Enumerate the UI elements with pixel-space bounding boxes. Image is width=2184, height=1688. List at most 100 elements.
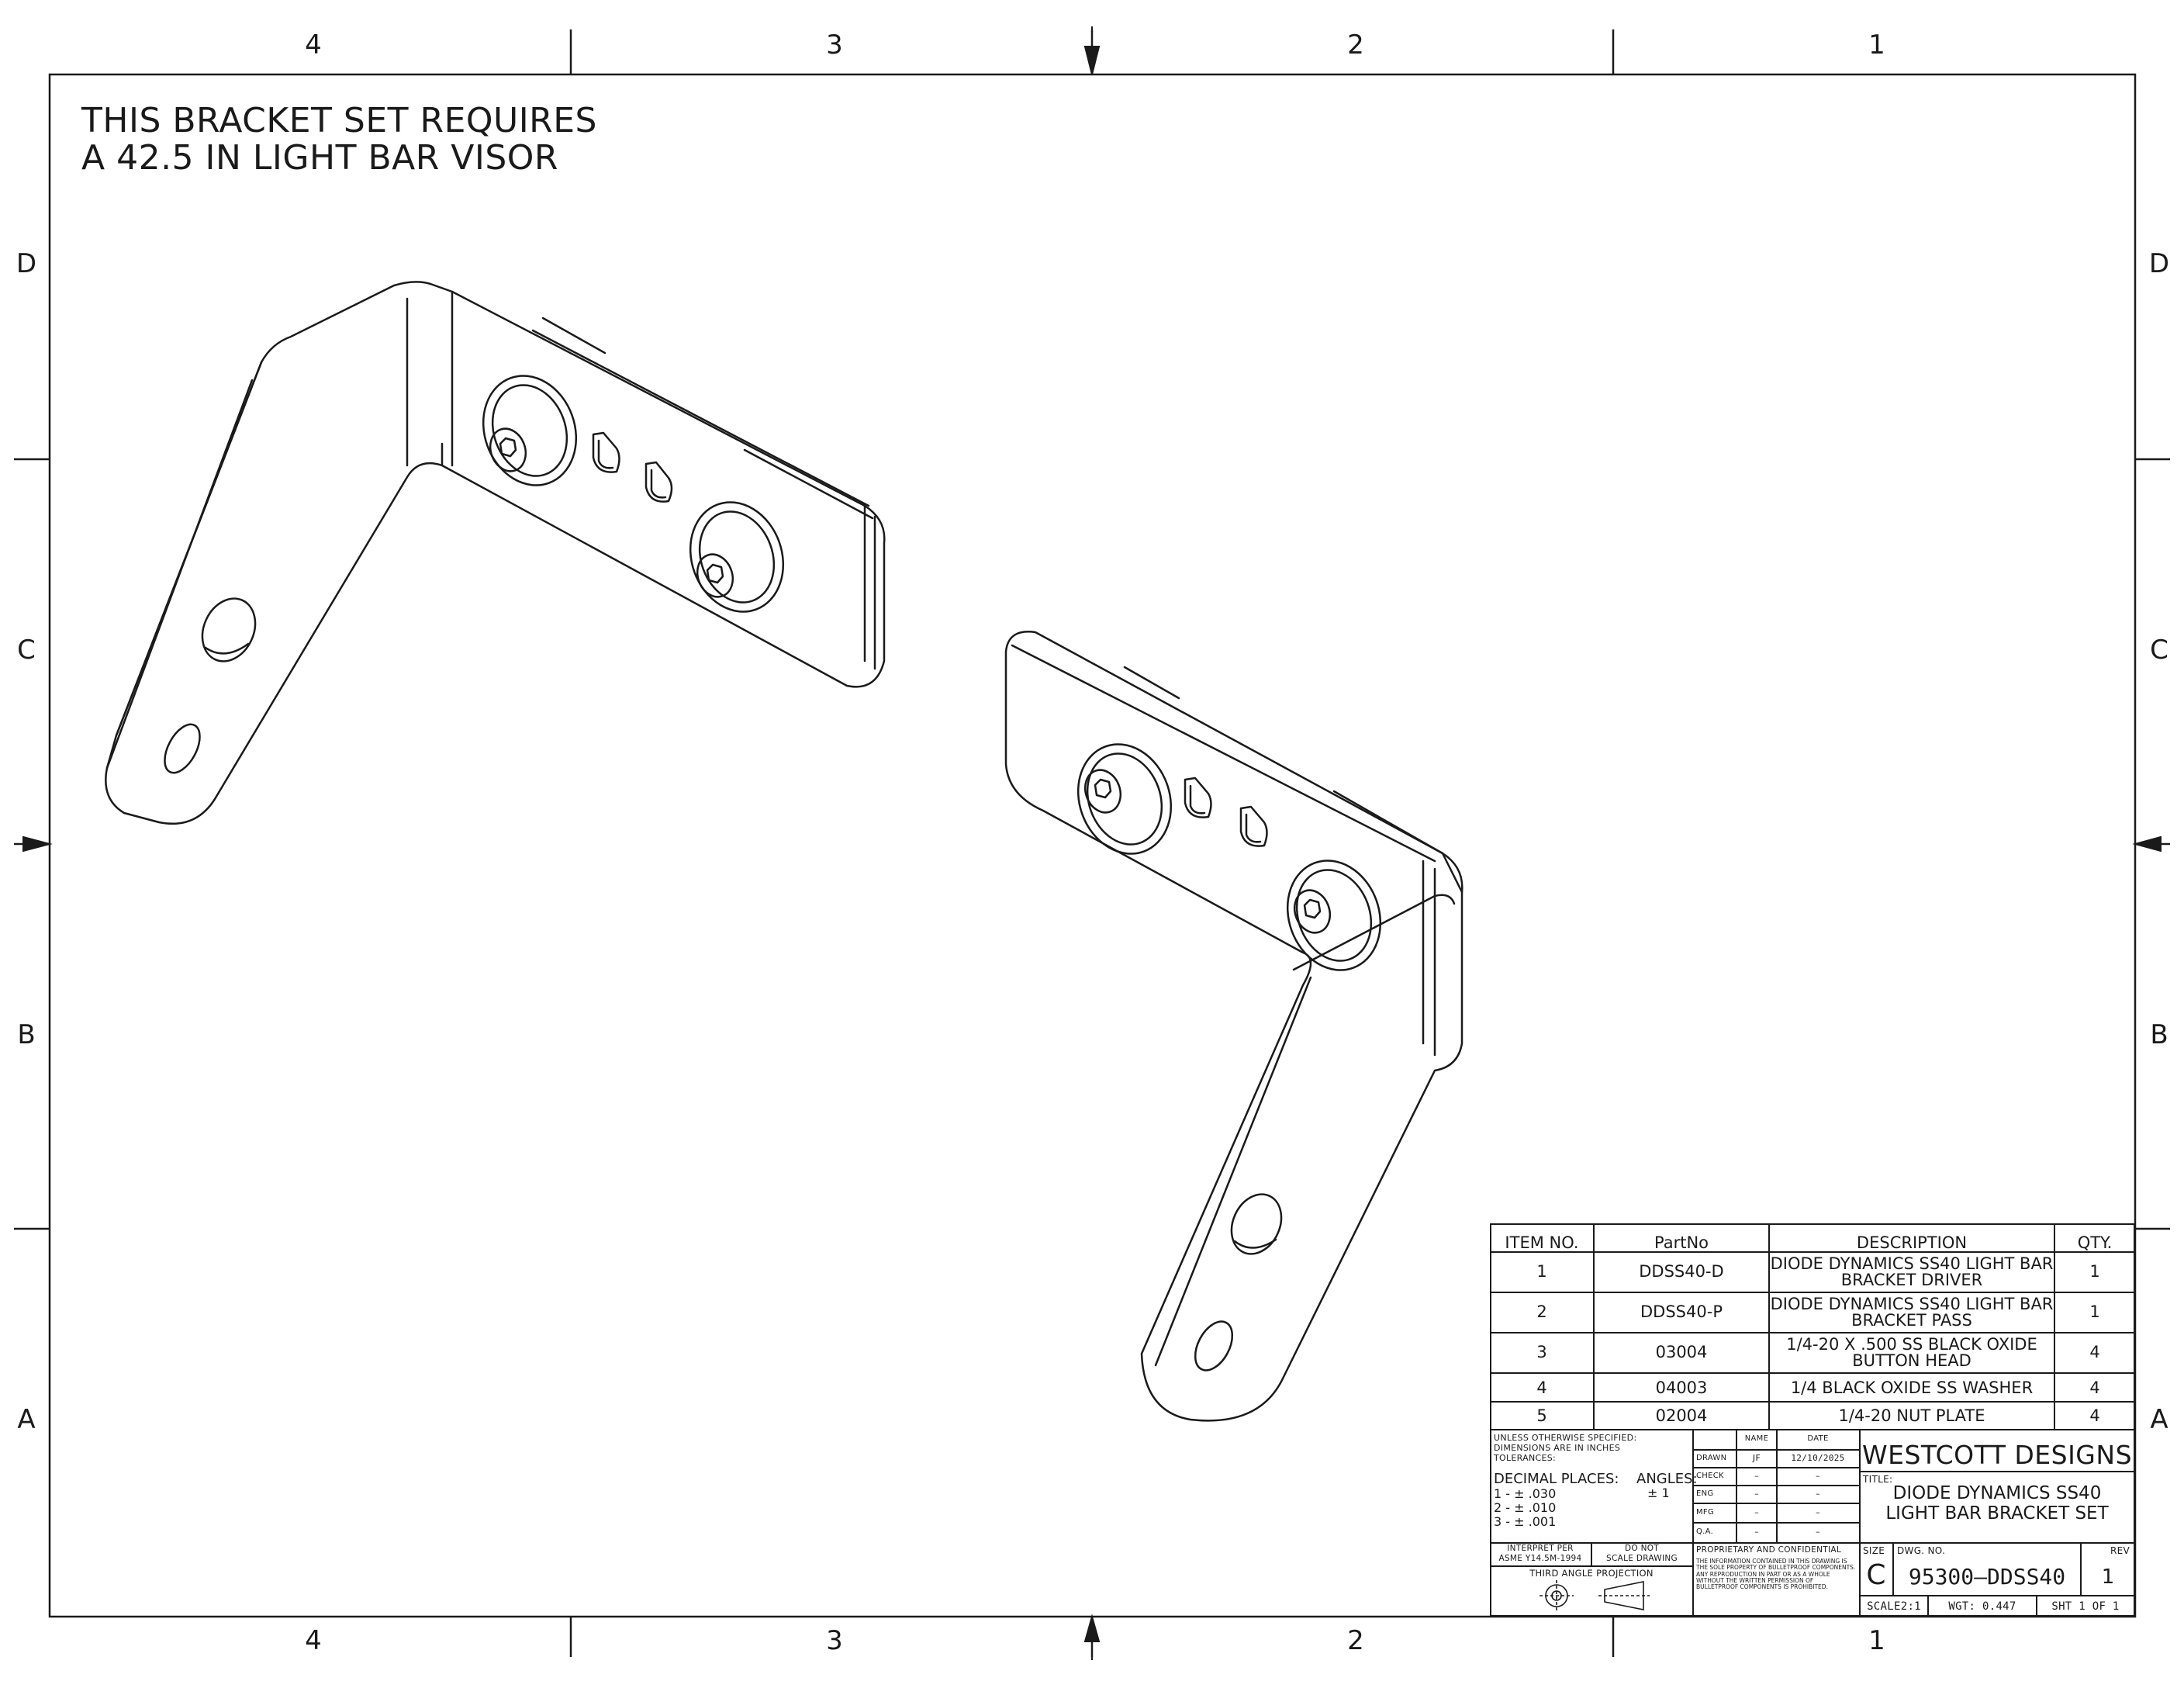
zone-row-c-right: C — [2150, 635, 2168, 666]
d-slot — [644, 461, 673, 503]
button-head-bolt — [1076, 743, 1173, 855]
bom-description-line-1: 1/4-20 X .500 SS BLACK OXIDE — [1786, 1335, 2037, 1354]
bom-description-line-2: BUTTON HEAD — [1852, 1351, 1971, 1370]
third-angle-projection-icon — [1540, 1580, 1650, 1611]
approval-name: – — [1754, 1471, 1759, 1481]
bracket-driver-view — [105, 281, 886, 825]
bom-description-line-2: BRACKET PASS — [1851, 1311, 1972, 1330]
bom-part-no: DDSS40-D — [1639, 1262, 1724, 1281]
unless-specified-line-2: DIMENSIONS ARE IN INCHES — [1494, 1443, 1621, 1453]
approval-name: – — [1754, 1489, 1759, 1499]
drawing-number-label: DWG. NO. — [1897, 1545, 1946, 1556]
zone-row-d-left: D — [16, 248, 37, 279]
company-name: WESTCOTT DESIGNS — [1861, 1440, 2133, 1470]
bom-qty: 1 — [2089, 1302, 2100, 1321]
bom-description-line-1: DIODE DYNAMICS SS40 LIGHT BAR — [1770, 1254, 2054, 1273]
interpret-standard: ASME Y14.5M-1994 — [1498, 1554, 1582, 1563]
weight: WGT: 0.447 — [1948, 1600, 2016, 1613]
do-not-scale-line-2: SCALE DRAWING — [1606, 1554, 1678, 1563]
approval-role: CHECK — [1696, 1472, 1724, 1480]
bracket-pass-view — [1004, 631, 1463, 1422]
tolerance-3-place: 3 - ± .001 — [1494, 1514, 1557, 1529]
drawing-title-line-1: DIODE DYNAMICS SS40 — [1892, 1483, 2102, 1503]
bom-header-part: PartNo — [1654, 1233, 1709, 1252]
approval-date: – — [1816, 1527, 1820, 1537]
bom-item-no: 5 — [1536, 1406, 1547, 1425]
approvals-date-header: DATE — [1807, 1434, 1829, 1443]
d-slot — [1184, 777, 1212, 818]
button-head-bolt — [1286, 860, 1382, 971]
bom-item-no: 1 — [1536, 1262, 1547, 1281]
note-line-1: THIS BRACKET SET REQUIRES — [81, 101, 597, 140]
zone-col-3-bottom: 3 — [826, 1625, 843, 1656]
bom-item-no: 4 — [1536, 1378, 1547, 1397]
zone-row-a-left: A — [17, 1404, 36, 1435]
bom-qty: 4 — [2089, 1378, 2100, 1397]
zone-col-4-bottom: 4 — [305, 1625, 322, 1656]
zone-row-d-right: D — [2148, 248, 2170, 279]
sheet-size: C — [1866, 1559, 1886, 1591]
center-arrow-top — [1083, 26, 1101, 75]
zone-row-b-right: B — [2150, 1019, 2168, 1050]
mount-hole — [164, 723, 201, 774]
approvals-name-header: NAME — [1744, 1434, 1769, 1443]
approval-name: – — [1754, 1527, 1759, 1537]
mount-hole — [1194, 1320, 1234, 1372]
bom-header-qty: QTY. — [2077, 1233, 2113, 1252]
bom-item-no: 3 — [1536, 1343, 1547, 1361]
unless-specified-line-1: UNLESS OTHERWISE SPECIFIED: — [1494, 1433, 1637, 1443]
bom-part-no: DDSS40-P — [1640, 1302, 1723, 1321]
button-head-bolt — [482, 375, 578, 486]
approval-date: – — [1816, 1489, 1820, 1499]
revision-label: REV — [2110, 1545, 2130, 1556]
general-note: THIS BRACKET SET REQUIRES A 42.5 IN LIGH… — [81, 102, 597, 177]
tolerance-2-place: 2 - ± .010 — [1494, 1500, 1557, 1515]
bom-part-no: 02004 — [1655, 1406, 1708, 1425]
bom-description-line-1: DIODE DYNAMICS SS40 LIGHT BAR — [1770, 1295, 2054, 1313]
bom-item-no: 2 — [1536, 1302, 1547, 1321]
angles-label: ANGLES: — [1636, 1471, 1698, 1487]
title-block-grid — [1490, 1223, 2135, 1617]
sheet-number: SHT 1 OF 1 — [2051, 1600, 2120, 1613]
center-arrow-left — [17, 835, 53, 853]
approval-role: MFG — [1696, 1508, 1715, 1517]
projection-label: THIRD ANGLE PROJECTION — [1529, 1568, 1654, 1579]
drawing-number: 95300–DDSS40 — [1908, 1564, 2066, 1589]
center-arrow-bottom — [1083, 1614, 1101, 1660]
approval-date: – — [1816, 1471, 1820, 1481]
zone-col-1-top: 1 — [1868, 29, 1885, 61]
zone-col-2-bottom: 2 — [1347, 1625, 1364, 1656]
zone-col-3-top: 3 — [826, 29, 843, 61]
approval-role: ENG — [1696, 1489, 1714, 1498]
zone-row-a-right: A — [2150, 1404, 2168, 1435]
approval-date: – — [1816, 1507, 1820, 1517]
bom-part-no: 04003 — [1655, 1378, 1708, 1397]
zone-col-2-top: 2 — [1347, 29, 1364, 61]
bom-header-description: DESCRIPTION — [1856, 1233, 1968, 1252]
scale: SCALE2:1 — [1867, 1600, 1921, 1613]
drawing-title-line-2: LIGHT BAR BRACKET SET — [1885, 1503, 2109, 1524]
title-block: ITEM NO. PartNo DESCRIPTION QTY. 1 DDSS4… — [1490, 1223, 2135, 1617]
title-label: TITLE: — [1863, 1474, 1893, 1485]
tolerance-1-place: 1 - ± .030 — [1494, 1486, 1557, 1501]
revision: 1 — [2101, 1565, 2115, 1589]
bom-qty: 4 — [2089, 1406, 2100, 1425]
tolerances-label: TOLERANCES: — [1494, 1453, 1557, 1463]
proprietary-title: PROPRIETARY AND CONFIDENTIAL — [1696, 1545, 1841, 1555]
decimal-places-label: DECIMAL PLACES: — [1494, 1471, 1619, 1487]
approval-role: Q.A. — [1696, 1527, 1714, 1536]
approval-name: JF — [1752, 1453, 1761, 1463]
zone-col-4-top: 4 — [305, 29, 322, 61]
bom-qty: 4 — [2089, 1343, 2100, 1361]
zone-row-b-left: B — [17, 1019, 36, 1050]
proprietary-text: THE INFORMATION CONTAINED IN THIS DRAWIN… — [1696, 1558, 1856, 1591]
zone-col-1-bottom: 1 — [1868, 1625, 1885, 1656]
mount-hole — [201, 597, 257, 662]
bom-description-line-2: BRACKET DRIVER — [1840, 1271, 1983, 1289]
approval-name: – — [1754, 1507, 1759, 1517]
d-slot — [1239, 805, 1268, 847]
interpret-per-label: INTERPRET PER — [1507, 1544, 1574, 1553]
approval-role: DRAWN — [1696, 1454, 1727, 1462]
zone-row-c-left: C — [17, 635, 36, 666]
